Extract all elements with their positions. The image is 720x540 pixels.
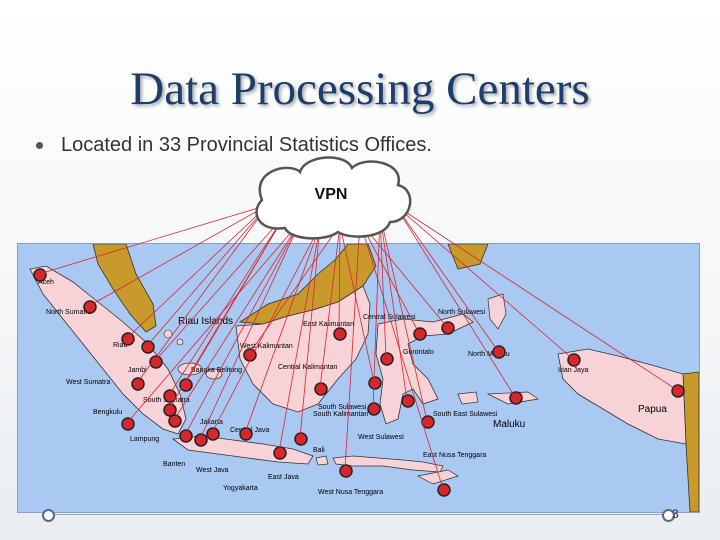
node-west-sulawesi — [401, 394, 415, 408]
buru — [457, 391, 479, 405]
node-east-nusa-tenggara — [437, 483, 451, 497]
node-lampung — [121, 417, 135, 431]
node-east-java — [273, 446, 287, 460]
node-south-kalimantan — [368, 376, 382, 390]
label-west-nusa: West Nusa Tenggara — [318, 489, 383, 496]
node-papua — [671, 384, 685, 398]
label-gorontalo: Gorontalo — [403, 349, 434, 356]
label-east-kalimantan: East Kalimantan — [303, 321, 354, 328]
node-bangka-belitung — [163, 389, 177, 403]
label-irian-jaya: Irian Jaya — [558, 367, 588, 374]
label-bali: Bali — [313, 447, 325, 454]
label-east-java: East Java — [268, 474, 299, 481]
label-riau: Riau — [113, 342, 128, 349]
footer-left-dot — [42, 509, 55, 522]
footer-right-dot — [662, 509, 675, 522]
node-north-sulawesi — [441, 321, 455, 335]
node-central-kalimantan — [314, 382, 328, 396]
label-yogyakarta: Yogyakarta — [223, 485, 258, 492]
map-graphic: Aceh North Sumatra Riau Riau Islands Jam… — [29, 244, 699, 512]
node-south-sulawesi — [367, 402, 381, 416]
node-west-sumatra — [149, 355, 163, 369]
node-maluku — [509, 391, 523, 405]
node-central-java — [206, 427, 220, 441]
node-aceh — [33, 268, 47, 282]
bullet-item: Located in 33 Provincial Statistics Offi… — [36, 134, 432, 157]
label-south-sulawesi: South Sulawesi — [318, 404, 367, 411]
node-central-sulawesi — [413, 327, 427, 341]
node-bengkulu — [163, 403, 177, 417]
timor — [416, 469, 459, 485]
label-aceh: Aceh — [38, 279, 54, 286]
node-west-nusa-tenggara — [339, 464, 353, 478]
label-bengkulu: Bengkulu — [93, 409, 122, 416]
node-east-kalimantan — [333, 327, 347, 341]
label-bangka: Bangka Belitung — [191, 367, 242, 374]
node-riau — [121, 332, 135, 346]
node-yogyakarta — [239, 427, 253, 441]
page-number: 3 — [672, 507, 679, 521]
node-south-east-sulawesi — [421, 415, 435, 429]
label-banten: Banten — [163, 461, 185, 468]
label-north-sulawesi: North Sulawesi — [438, 309, 486, 316]
label-jakarta: Jakarta — [200, 419, 223, 426]
java — [171, 435, 314, 465]
label-jambi: Jambi — [128, 367, 147, 374]
bali — [315, 455, 329, 466]
node-gorontalo — [380, 352, 394, 366]
label-maluku: Maluku — [493, 419, 525, 430]
label-papua: Papua — [638, 404, 667, 415]
label-east-nusa: East Nusa Tenggara — [423, 452, 486, 459]
label-west-sulawesi: West Sulawesi — [358, 434, 404, 441]
footer-divider — [48, 514, 672, 515]
node-jambi — [131, 377, 145, 391]
label-south-kalimantan: South Kalimantan — [313, 411, 368, 418]
label-riau-islands: Riau Islands — [178, 316, 233, 327]
bullet-text: Located in 33 Provincial Statistics Offi… — [61, 134, 432, 156]
node-riau-islands — [141, 340, 155, 354]
node-irian-jaya — [567, 353, 581, 367]
indonesia-map: Aceh North Sumatra Riau Riau Islands Jam… — [17, 243, 700, 513]
node-west-kalimantan — [243, 348, 257, 362]
label-central-sulawesi: Central Sulawesi — [363, 314, 416, 321]
label-central-kalimantan: Central Kalimantan — [278, 364, 338, 371]
bullet-icon — [36, 142, 43, 149]
halmahera — [487, 293, 507, 330]
vpn-label: VPN — [314, 186, 348, 203]
node-north-maluku — [492, 345, 506, 359]
node-banten — [168, 414, 182, 428]
label-west-sumatra: West Sumatra — [66, 379, 110, 386]
node-west-java — [194, 433, 208, 447]
node-bali — [294, 432, 308, 446]
label-west-java: West Java — [196, 467, 229, 474]
label-lampung: Lampung — [130, 436, 159, 443]
philippines-south — [447, 244, 489, 270]
label-southeast-sulawesi: South East Sulawesi — [433, 411, 498, 418]
node-north-sumatra — [83, 300, 97, 314]
label-north-sumatra: North Sumatra — [46, 309, 92, 316]
node-south-sumatra — [179, 378, 193, 392]
node-jakarta — [179, 429, 193, 443]
page-title: Data Processing Centers — [130, 63, 590, 115]
